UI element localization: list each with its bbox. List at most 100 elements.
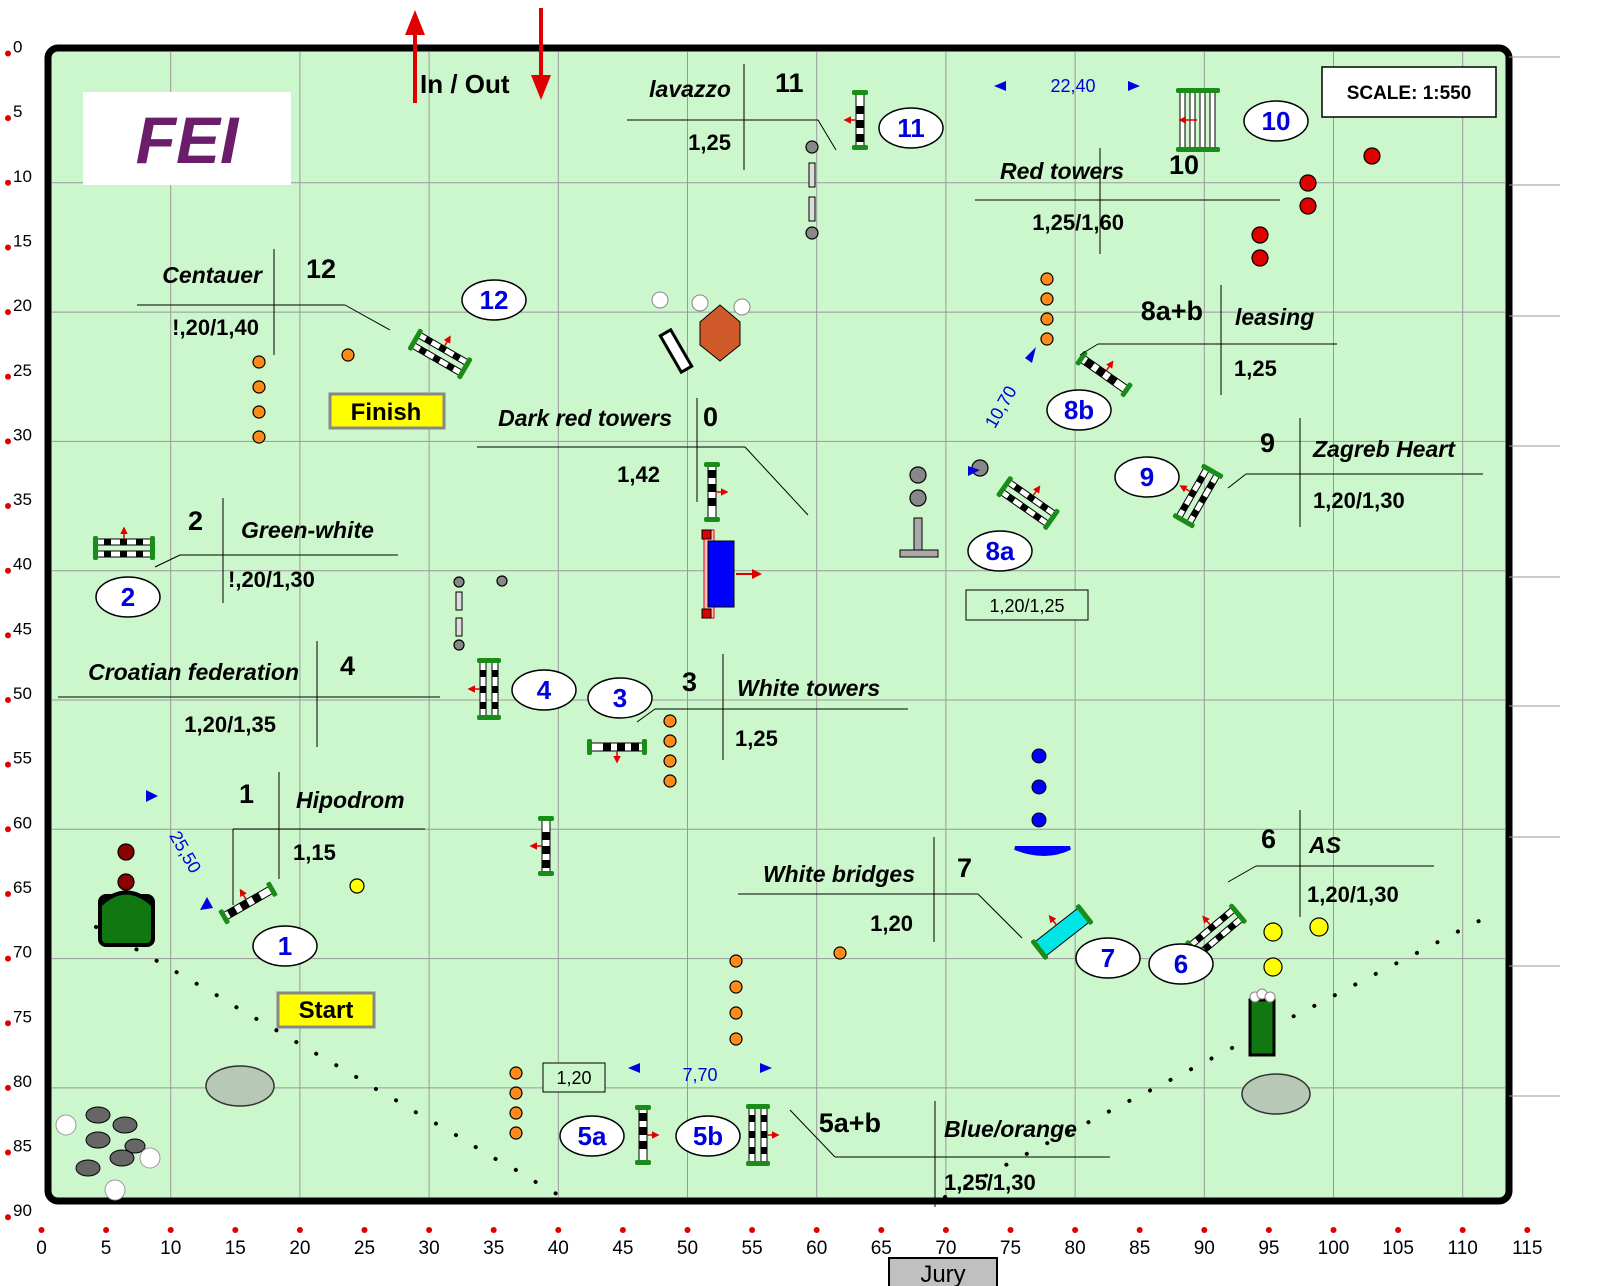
x-tick-dot (1459, 1227, 1466, 1233)
x-tick-label: 10 (160, 1238, 181, 1259)
y-tick-label: 15 (13, 231, 32, 250)
obstacle-height: !,20/1,40 (172, 315, 259, 340)
fence-number-text: 5b (693, 1121, 723, 1151)
obstacle-height: 1,25/1,60 (1032, 210, 1124, 235)
obstacle-name: Hipodrom (296, 787, 405, 813)
x-tick-dot (167, 1227, 174, 1233)
obstacle-number: 7 (957, 853, 972, 883)
obstacle-number: 1 (239, 779, 254, 809)
height-box-5a (542, 1062, 606, 1093)
y-tick-label: 30 (13, 425, 32, 444)
y-tick-dot (5, 1149, 11, 1156)
x-tick-label: 65 (871, 1238, 892, 1259)
fence-number-11: 11 (878, 107, 944, 149)
distance-label-4: 7,70 (682, 1065, 717, 1085)
y-tick-label: 20 (13, 296, 32, 315)
obstacle-name: Red towers (1000, 158, 1124, 184)
y-tick-dot (5, 1214, 11, 1221)
fence-number-4: 4 (511, 669, 577, 711)
x-tick-dot (555, 1227, 562, 1233)
obstacle-name: Dark red towers (498, 405, 672, 431)
fence-number-7: 7 (1075, 937, 1141, 979)
x-tick-label: 30 (419, 1238, 440, 1259)
x-tick-label: 110 (1448, 1238, 1478, 1259)
x-tick-label: 60 (806, 1238, 827, 1259)
obstacle-number: 5a+b (819, 1108, 881, 1138)
x-tick-label: 85 (1129, 1238, 1150, 1259)
obstacle-number: 11 (775, 68, 804, 98)
y-tick-dot (5, 309, 11, 316)
start-box (276, 991, 376, 1029)
x-tick-label: 35 (483, 1238, 504, 1259)
in-out-label: In / Out (420, 69, 510, 99)
fence-number-1: 1 (252, 925, 318, 967)
obstacle-number: 6 (1261, 824, 1276, 854)
start-label: Start (299, 997, 354, 1024)
x-tick-label: 40 (548, 1238, 569, 1259)
x-tick-dot (684, 1227, 691, 1233)
obstacle-12-label: 12 Centauer !,20/1,40 (162, 254, 336, 340)
y-tick-label: 10 (13, 167, 32, 186)
x-tick-label: 90 (1194, 1238, 1215, 1259)
water-tray (658, 327, 694, 375)
arena (44, 44, 1513, 1205)
y-tick-dot (5, 567, 11, 574)
obstacle-number: 2 (188, 506, 203, 536)
fence-number-2: 2 (95, 576, 161, 618)
rock-icon (205, 1065, 1311, 1115)
fence-number-3: 3 (587, 677, 653, 719)
obstacle-height: 1,25 (1234, 356, 1277, 381)
obstacle-number: 12 (306, 254, 336, 284)
x-tick-dot (38, 1227, 45, 1233)
fence-number-8a: 8a (967, 530, 1033, 572)
height-box-5a-label: 1,20 (556, 1068, 591, 1088)
y-tick-label: 0 (13, 38, 22, 57)
bush-cluster-icon (55, 1106, 161, 1201)
blue-bowl-icon (1014, 846, 1071, 856)
x-tick-label: 25 (354, 1238, 375, 1259)
jury-label: Jury (920, 1261, 965, 1286)
obstacle-number: 10 (1169, 150, 1199, 180)
obstacle-name: Croatian federation (88, 659, 299, 685)
x-tick-dot (1524, 1227, 1531, 1233)
jury-box (888, 1257, 998, 1286)
fence-number-text: 5a (578, 1121, 607, 1151)
distance-markers (146, 81, 1140, 1073)
y-tick-label: 85 (13, 1137, 32, 1156)
obstacle-name: Green-white (241, 517, 374, 543)
distance-label-1: 22,40 (1050, 76, 1095, 96)
finish-label: Finish (351, 399, 422, 426)
fence-number-text: 8b (1064, 395, 1094, 425)
finish-box (328, 392, 446, 430)
x-tick-dot (490, 1227, 497, 1233)
fence-number-text: 6 (1174, 949, 1188, 979)
x-tick-dot (1201, 1227, 1208, 1233)
y-tick-dot (5, 50, 11, 57)
obstacle-name: Centauer (162, 262, 263, 288)
x-tick-dot (619, 1227, 626, 1233)
fei-logo-text: FEI (136, 103, 240, 177)
out-arrowhead (531, 75, 551, 100)
hut-green-icon (98, 890, 155, 947)
y-tick-label: 55 (13, 749, 32, 768)
obstacle-height: 1,25 (688, 130, 731, 155)
fence-number-8b: 8b (1046, 389, 1112, 431)
x-tick-dot (1007, 1227, 1014, 1233)
fence-number-5a: 5a (559, 1115, 625, 1157)
obstacle-height: 1,20/1,35 (184, 712, 276, 737)
obstacle-height: 1,20/1,30 (1307, 882, 1399, 907)
fence-number-6: 6 (1148, 943, 1214, 985)
x-tick-label: 70 (935, 1238, 956, 1259)
fence-number-text: 1 (278, 931, 292, 961)
y-tick-label: 80 (13, 1072, 32, 1091)
obstacle-name: Blue/orange (944, 1116, 1077, 1142)
fence-number-text: 2 (121, 582, 135, 612)
y-tick-dot (5, 890, 11, 897)
y-tick-dot (5, 244, 11, 251)
